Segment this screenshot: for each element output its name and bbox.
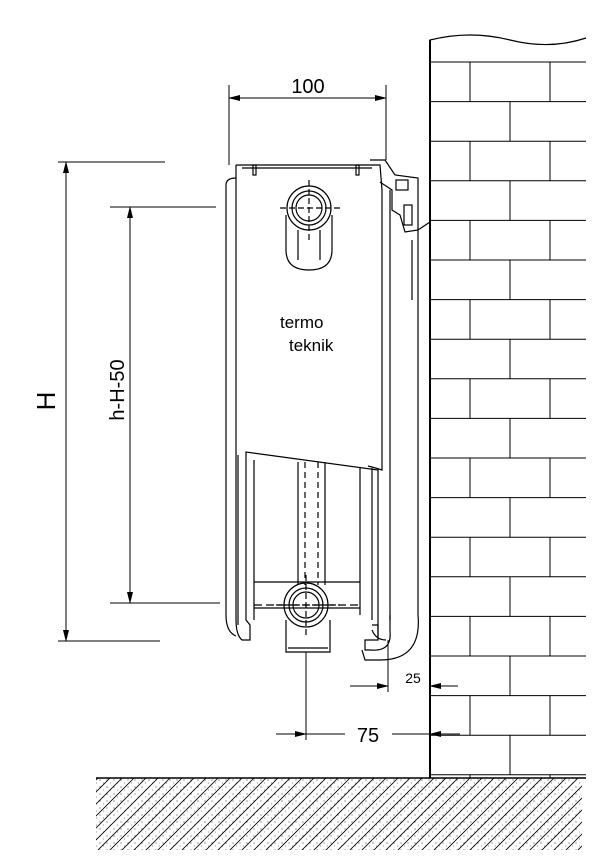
brand-line-2: teknik: [289, 336, 334, 355]
dimension-height: [58, 161, 165, 642]
brand-line-1: termo: [280, 313, 323, 332]
radiator-front-panel: [235, 165, 379, 641]
dimension-width: [228, 85, 387, 165]
radiator: [225, 159, 431, 661]
dimension-connection-height: [110, 206, 220, 604]
dimension-width-label: 100: [291, 76, 324, 98]
dimension-pipe-offset-label: 75: [357, 725, 379, 747]
dimension-wall-gap-label: 25: [405, 670, 421, 686]
lower-connection: [283, 582, 329, 628]
dimension-height-label: H: [31, 392, 61, 411]
brick-wall: [429, 34, 587, 778]
floor: [96, 777, 586, 850]
dimension-connection-height-label: h-H-50: [107, 359, 129, 420]
dimension-wall-gap: [350, 640, 458, 692]
wall-bracket-bottom: [364, 615, 391, 651]
dimension-pipe-offset: [276, 652, 460, 740]
wall-bracket-top: [370, 159, 419, 233]
